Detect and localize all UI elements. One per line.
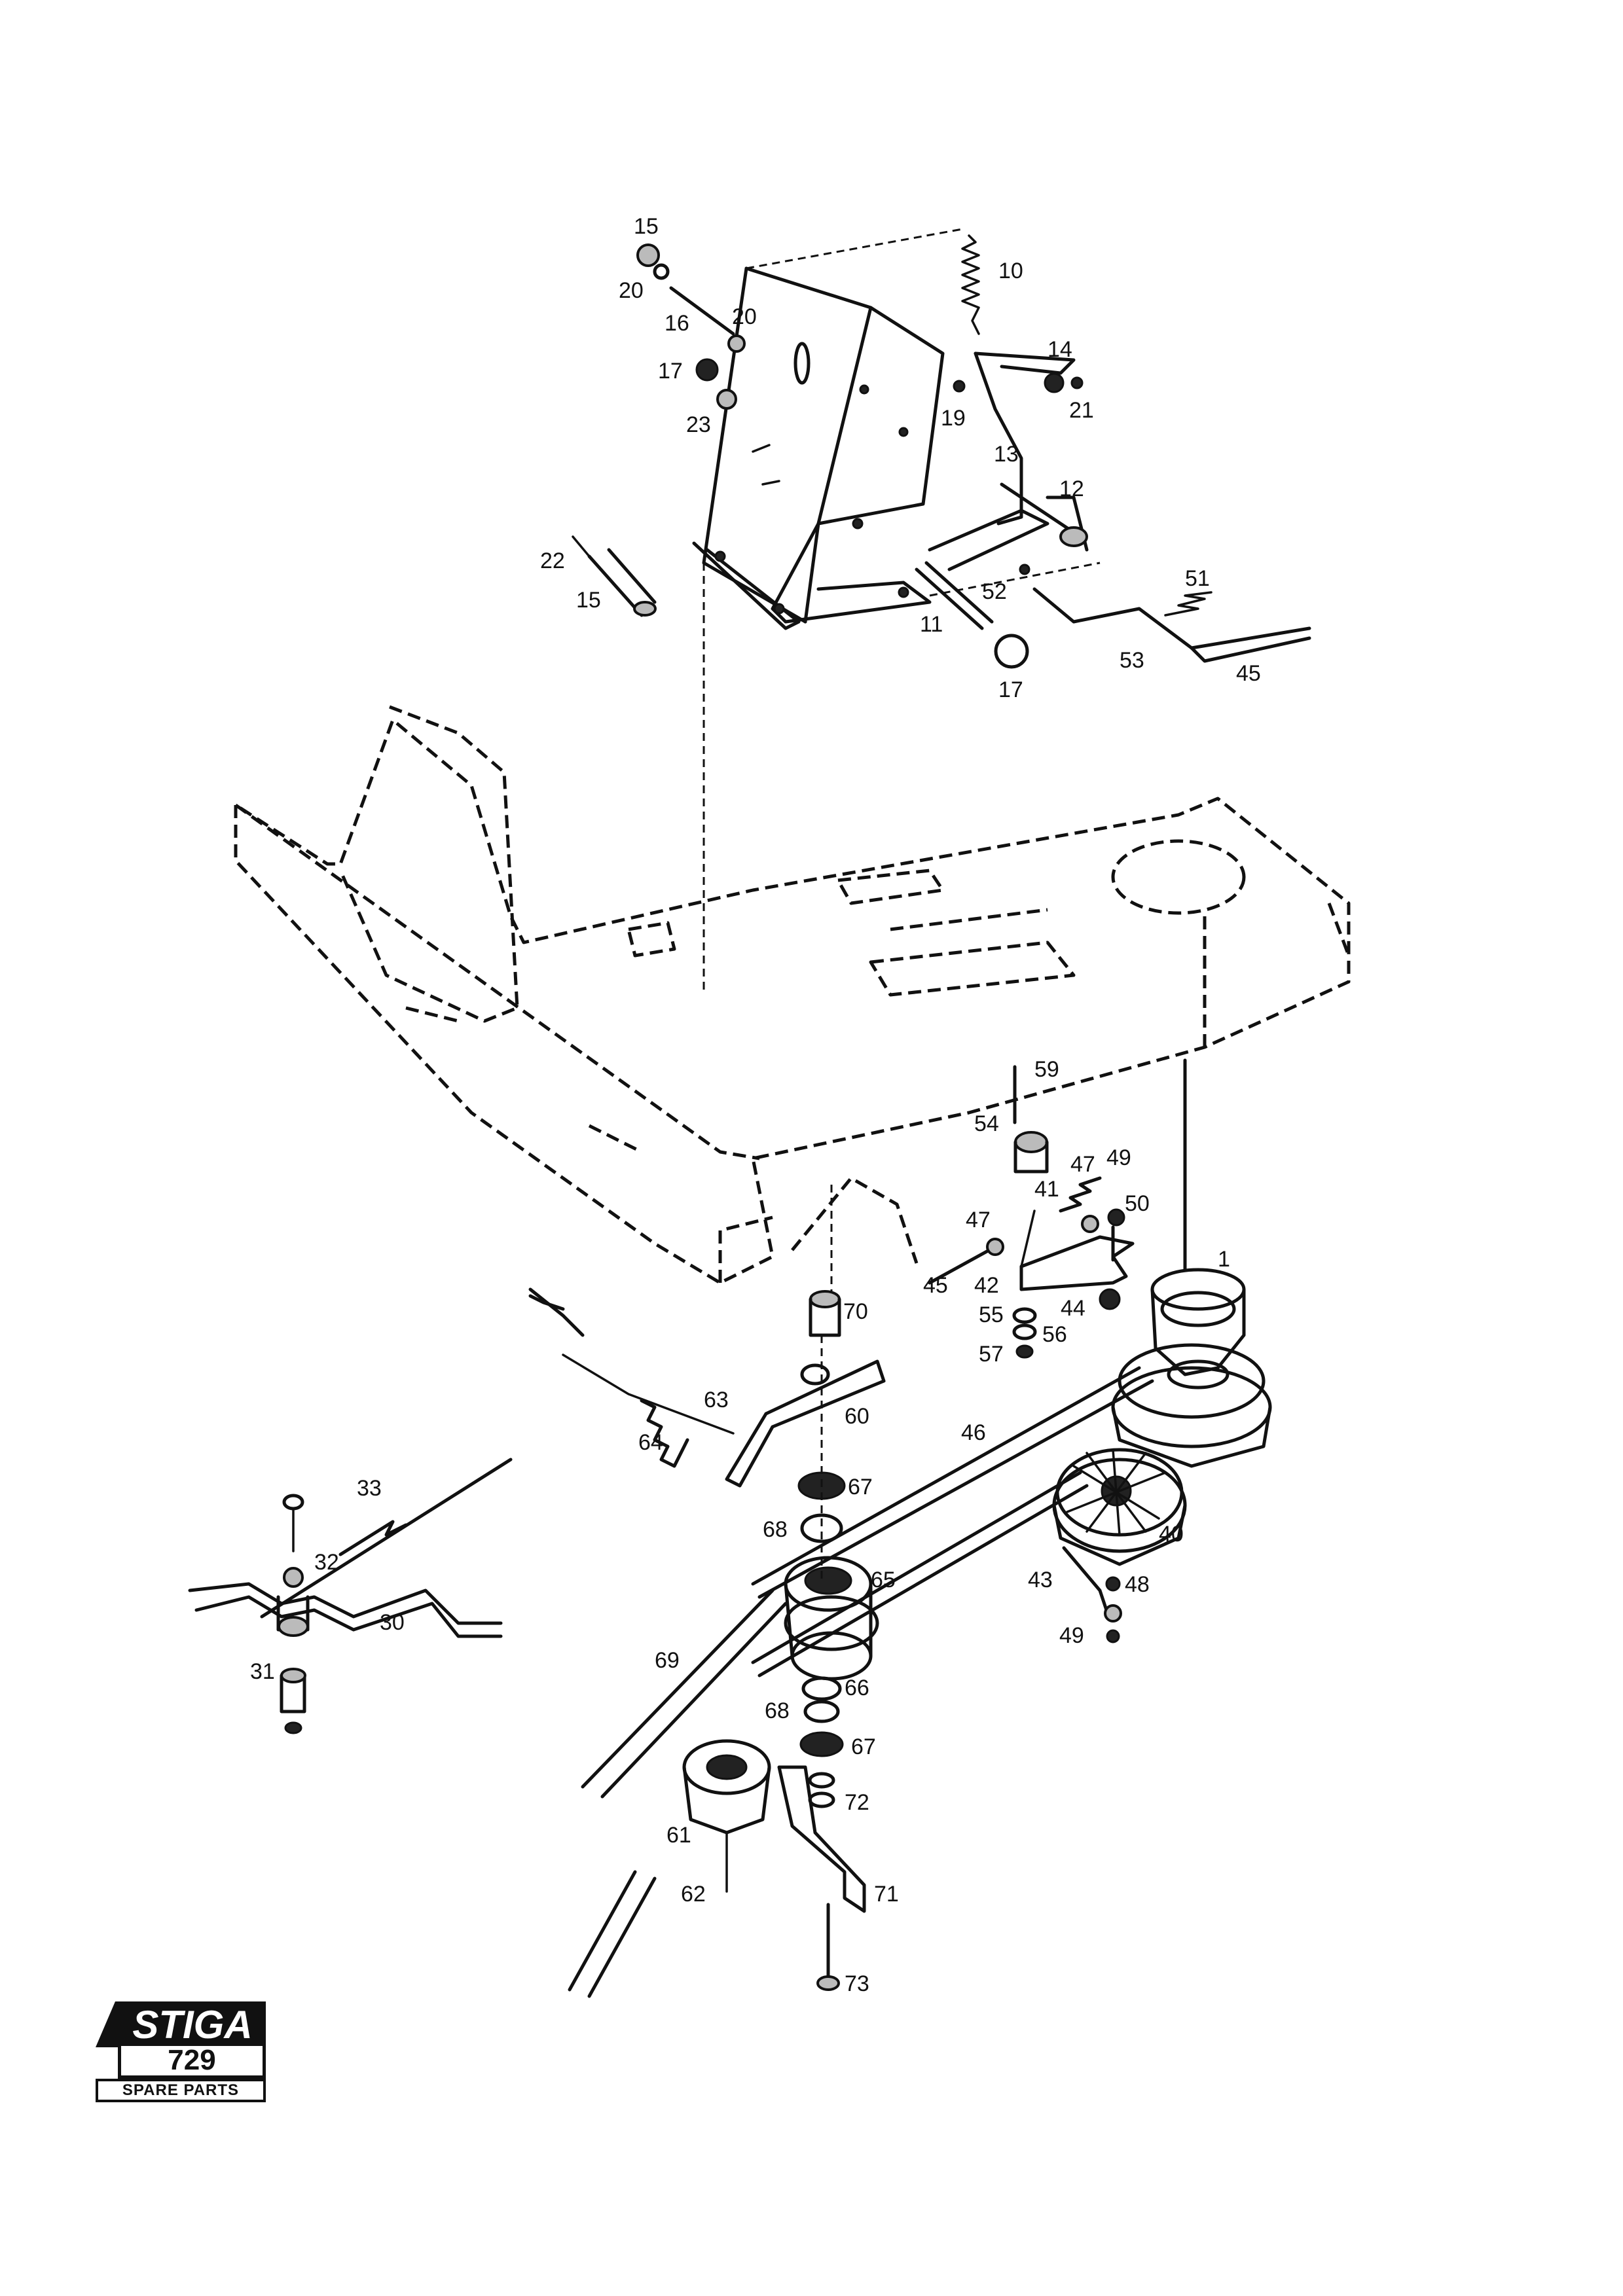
- tensioner-42: [928, 1065, 1135, 1310]
- label-20a: 20: [619, 278, 644, 303]
- label-51: 50: [1125, 1191, 1150, 1216]
- label-66: 66: [845, 1676, 869, 1700]
- steering-bracket: [692, 228, 963, 630]
- label-47b: 47: [966, 1208, 991, 1232]
- label-16: 15: [634, 214, 659, 239]
- label-55: 54: [974, 1111, 999, 1136]
- label-18a: 17: [658, 359, 683, 384]
- label-30: 30: [380, 1610, 405, 1635]
- part-15-pin: [572, 535, 657, 617]
- label-13: 13: [994, 442, 1019, 467]
- label-57: 56: [1042, 1322, 1067, 1347]
- part-12-shaft: [928, 482, 1101, 597]
- label-23: 23: [686, 412, 711, 437]
- drive-belts: [568, 1366, 1154, 1998]
- label-15: 15: [576, 588, 601, 613]
- label-41: 41: [1034, 1177, 1059, 1202]
- label-67a: 67: [848, 1475, 873, 1499]
- label-68a: 68: [763, 1517, 788, 1542]
- label-33: 33: [357, 1476, 382, 1501]
- idler-pulley-40: [1052, 1448, 1187, 1566]
- label-46: 46: [961, 1420, 986, 1445]
- label-10: 10: [998, 259, 1023, 283]
- label-31: 31: [250, 1659, 275, 1684]
- spring-10: [961, 234, 980, 335]
- lever-30: [188, 1458, 513, 1734]
- upper-small-parts: [636, 243, 746, 410]
- label-73: 73: [845, 1971, 869, 1996]
- stiga-brand-block: STIGA 729 SPARE PARTS: [96, 2001, 266, 2106]
- label-60: 60: [845, 1404, 869, 1429]
- label-65: 65: [871, 1568, 896, 1592]
- spare-parts-label: SPARE PARTS: [96, 2079, 266, 2102]
- label-62: 62: [681, 1882, 706, 1907]
- label-32: 32: [314, 1550, 339, 1575]
- label-52: 51: [1185, 566, 1210, 591]
- label-45b: 45: [923, 1273, 948, 1298]
- pulley-61: [682, 1739, 771, 1893]
- part-11-rod: [915, 561, 1029, 669]
- label-19: 19: [941, 406, 966, 431]
- label-56: 55: [979, 1302, 1004, 1327]
- model-number: 729: [118, 2046, 266, 2079]
- label-61: 61: [666, 1823, 691, 1848]
- label-42: 42: [974, 1273, 999, 1298]
- label-43: 43: [1028, 1568, 1053, 1592]
- label-71: 71: [874, 1882, 899, 1907]
- label-58: 57: [979, 1342, 1004, 1367]
- label-59: 59: [1034, 1057, 1059, 1082]
- label-63: 63: [704, 1388, 729, 1412]
- label-1: 1: [1218, 1247, 1230, 1272]
- part-14-bracket: [953, 351, 1084, 526]
- part-number-labels: 15 20 16 20 17 23 10 14 19 21 13 12 22 1…: [250, 214, 1261, 1996]
- engine-pulley-1: [1111, 1058, 1272, 1468]
- label-72: 72: [845, 1790, 869, 1815]
- part-54-lever: [1032, 587, 1311, 663]
- label-21: 21: [1069, 398, 1094, 423]
- label-64: 64: [638, 1430, 663, 1455]
- label-67b: 67: [851, 1734, 876, 1759]
- label-50: 49: [1106, 1145, 1131, 1170]
- label-68b: 68: [765, 1698, 790, 1723]
- washers-56-58: [1012, 1307, 1037, 1359]
- label-11: 11: [920, 612, 943, 637]
- stiga-logo: STIGA: [96, 2001, 266, 2047]
- label-20b: 20: [732, 304, 757, 329]
- label-45a: 45: [1236, 661, 1261, 686]
- bracket-71: [777, 1765, 866, 1991]
- label-18b: 17: [998, 677, 1023, 702]
- svg-text:STIGA: STIGA: [132, 2003, 252, 2047]
- mower-frame: [234, 705, 1351, 1285]
- label-12: 12: [1059, 476, 1084, 501]
- label-69: 69: [655, 1648, 680, 1673]
- label-17: 16: [665, 311, 689, 336]
- label-48: 48: [1125, 1572, 1150, 1597]
- label-22: 22: [540, 548, 565, 573]
- parts-43-49: [1062, 1546, 1122, 1643]
- label-14: 14: [1048, 337, 1072, 362]
- label-44: 44: [1061, 1296, 1085, 1321]
- label-49: 49: [1059, 1623, 1084, 1648]
- label-40: 40: [1159, 1522, 1184, 1547]
- label-47a: 47: [1070, 1152, 1095, 1177]
- spacer-70: [809, 1290, 841, 1337]
- label-70: 70: [843, 1299, 868, 1324]
- label-54: 53: [1120, 648, 1144, 673]
- label-53: 52: [982, 579, 1007, 604]
- pulley-65: [784, 1556, 879, 1681]
